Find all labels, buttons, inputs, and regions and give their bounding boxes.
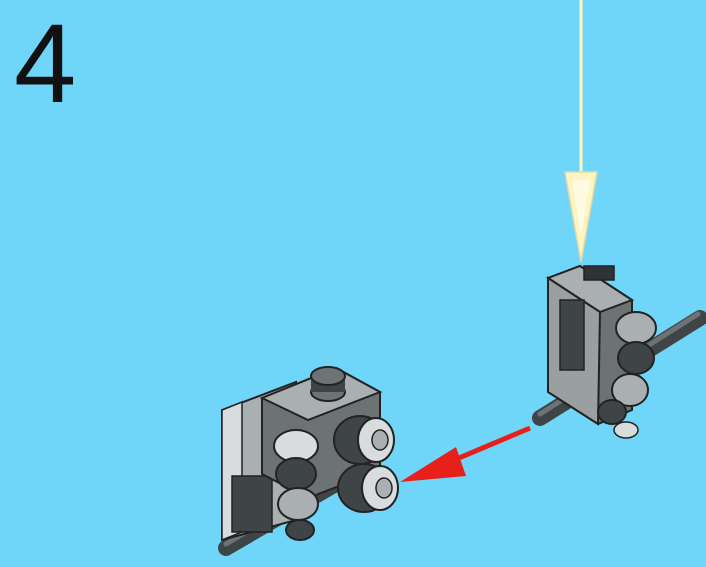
guide-arrow-icon — [565, 0, 597, 262]
bracket-assembly-icon — [540, 266, 700, 438]
brick-assembly-icon — [222, 367, 398, 548]
wheel-upper — [334, 416, 394, 464]
attach-arrow-icon — [400, 428, 530, 482]
wheel-lower — [338, 464, 398, 512]
